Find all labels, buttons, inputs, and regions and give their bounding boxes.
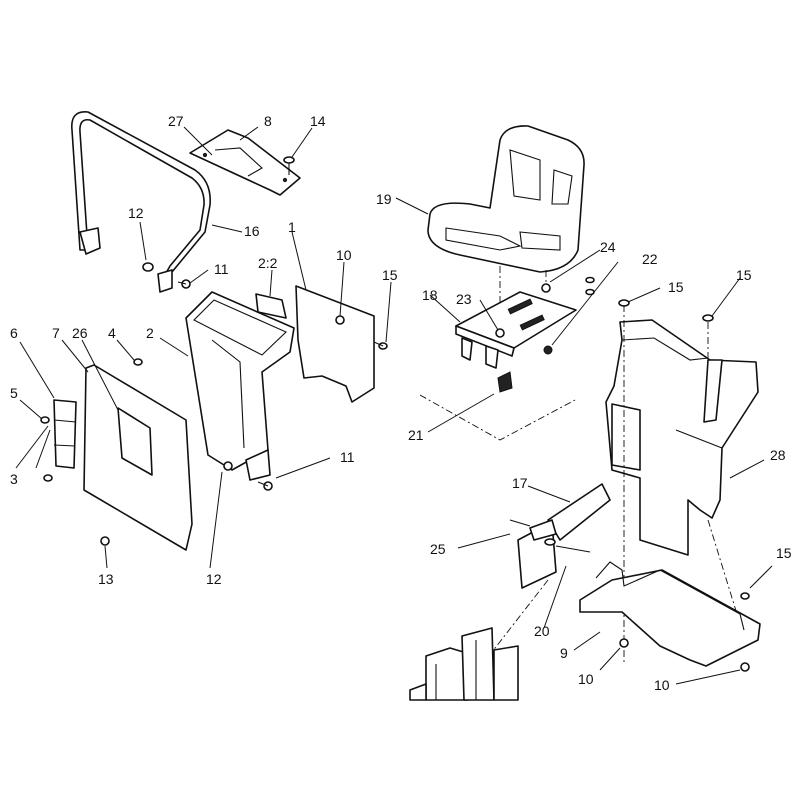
callout-28: 28 <box>770 447 786 463</box>
seat-plate <box>455 283 577 393</box>
callout-20: 20 <box>534 623 550 639</box>
callout-4: 4 <box>108 325 116 341</box>
assembly-line-seat <box>419 394 576 441</box>
callout-24: 24 <box>600 239 616 255</box>
side-shield <box>295 285 388 403</box>
callout-15-cover: 15 <box>736 267 752 283</box>
mount-plate <box>189 129 301 196</box>
callout-10: 10 <box>336 247 352 263</box>
callout-6: 6 <box>10 325 18 341</box>
callout-23: 23 <box>456 291 472 307</box>
handle-tube <box>40 358 143 482</box>
callout-2: 2 <box>146 325 154 341</box>
callout-12-lower: 12 <box>206 571 222 587</box>
callout-22: 22 <box>642 251 658 267</box>
seat-support-bracket <box>185 291 295 491</box>
callout-15-seat: 15 <box>668 279 684 295</box>
callout-18: 18 <box>422 287 438 303</box>
callout-11-lower: 11 <box>340 449 355 465</box>
washer-24 <box>585 276 595 296</box>
callout-12: 12 <box>128 205 144 221</box>
roll-bar <box>71 111 212 293</box>
hardware-roll-bar <box>142 262 191 289</box>
seat-cover <box>605 299 759 556</box>
tractor-frame-fragment <box>409 627 519 701</box>
leader-lines <box>15 126 773 685</box>
callout-9: 9 <box>560 645 568 661</box>
callout-15-tray: 15 <box>776 545 792 561</box>
callout-11: 11 <box>214 261 229 277</box>
bolt-14 <box>283 156 295 175</box>
callout-2-2: 2:2 <box>258 255 278 271</box>
seat <box>427 125 585 320</box>
callout-25: 25 <box>430 541 446 557</box>
pin-25 <box>509 519 531 527</box>
support-tube <box>517 483 611 589</box>
callout-26: 26 <box>72 325 88 341</box>
front-panel <box>83 364 193 551</box>
callout-labels: 27 8 14 12 16 11 1 2:2 10 15 2 6 7 26 4 … <box>10 113 792 693</box>
callout-5: 5 <box>10 385 18 401</box>
bottom-tray <box>579 561 761 672</box>
callout-21: 21 <box>408 427 424 443</box>
callout-13: 13 <box>98 571 114 587</box>
callout-19: 19 <box>376 191 392 207</box>
callout-27: 27 <box>168 113 184 129</box>
callout-8: 8 <box>264 113 272 129</box>
callout-14: 14 <box>310 113 326 129</box>
callout-17: 17 <box>512 475 528 491</box>
assembly-line-cover-right <box>707 519 746 641</box>
callout-15: 15 <box>382 267 398 283</box>
callout-1: 1 <box>288 219 296 235</box>
callout-3: 3 <box>10 471 18 487</box>
callout-10-tray-left: 10 <box>578 671 594 687</box>
callout-7: 7 <box>52 325 60 341</box>
decal-2-2 <box>255 293 287 319</box>
callout-10-tray-right: 10 <box>654 677 670 693</box>
callout-16: 16 <box>244 223 260 239</box>
